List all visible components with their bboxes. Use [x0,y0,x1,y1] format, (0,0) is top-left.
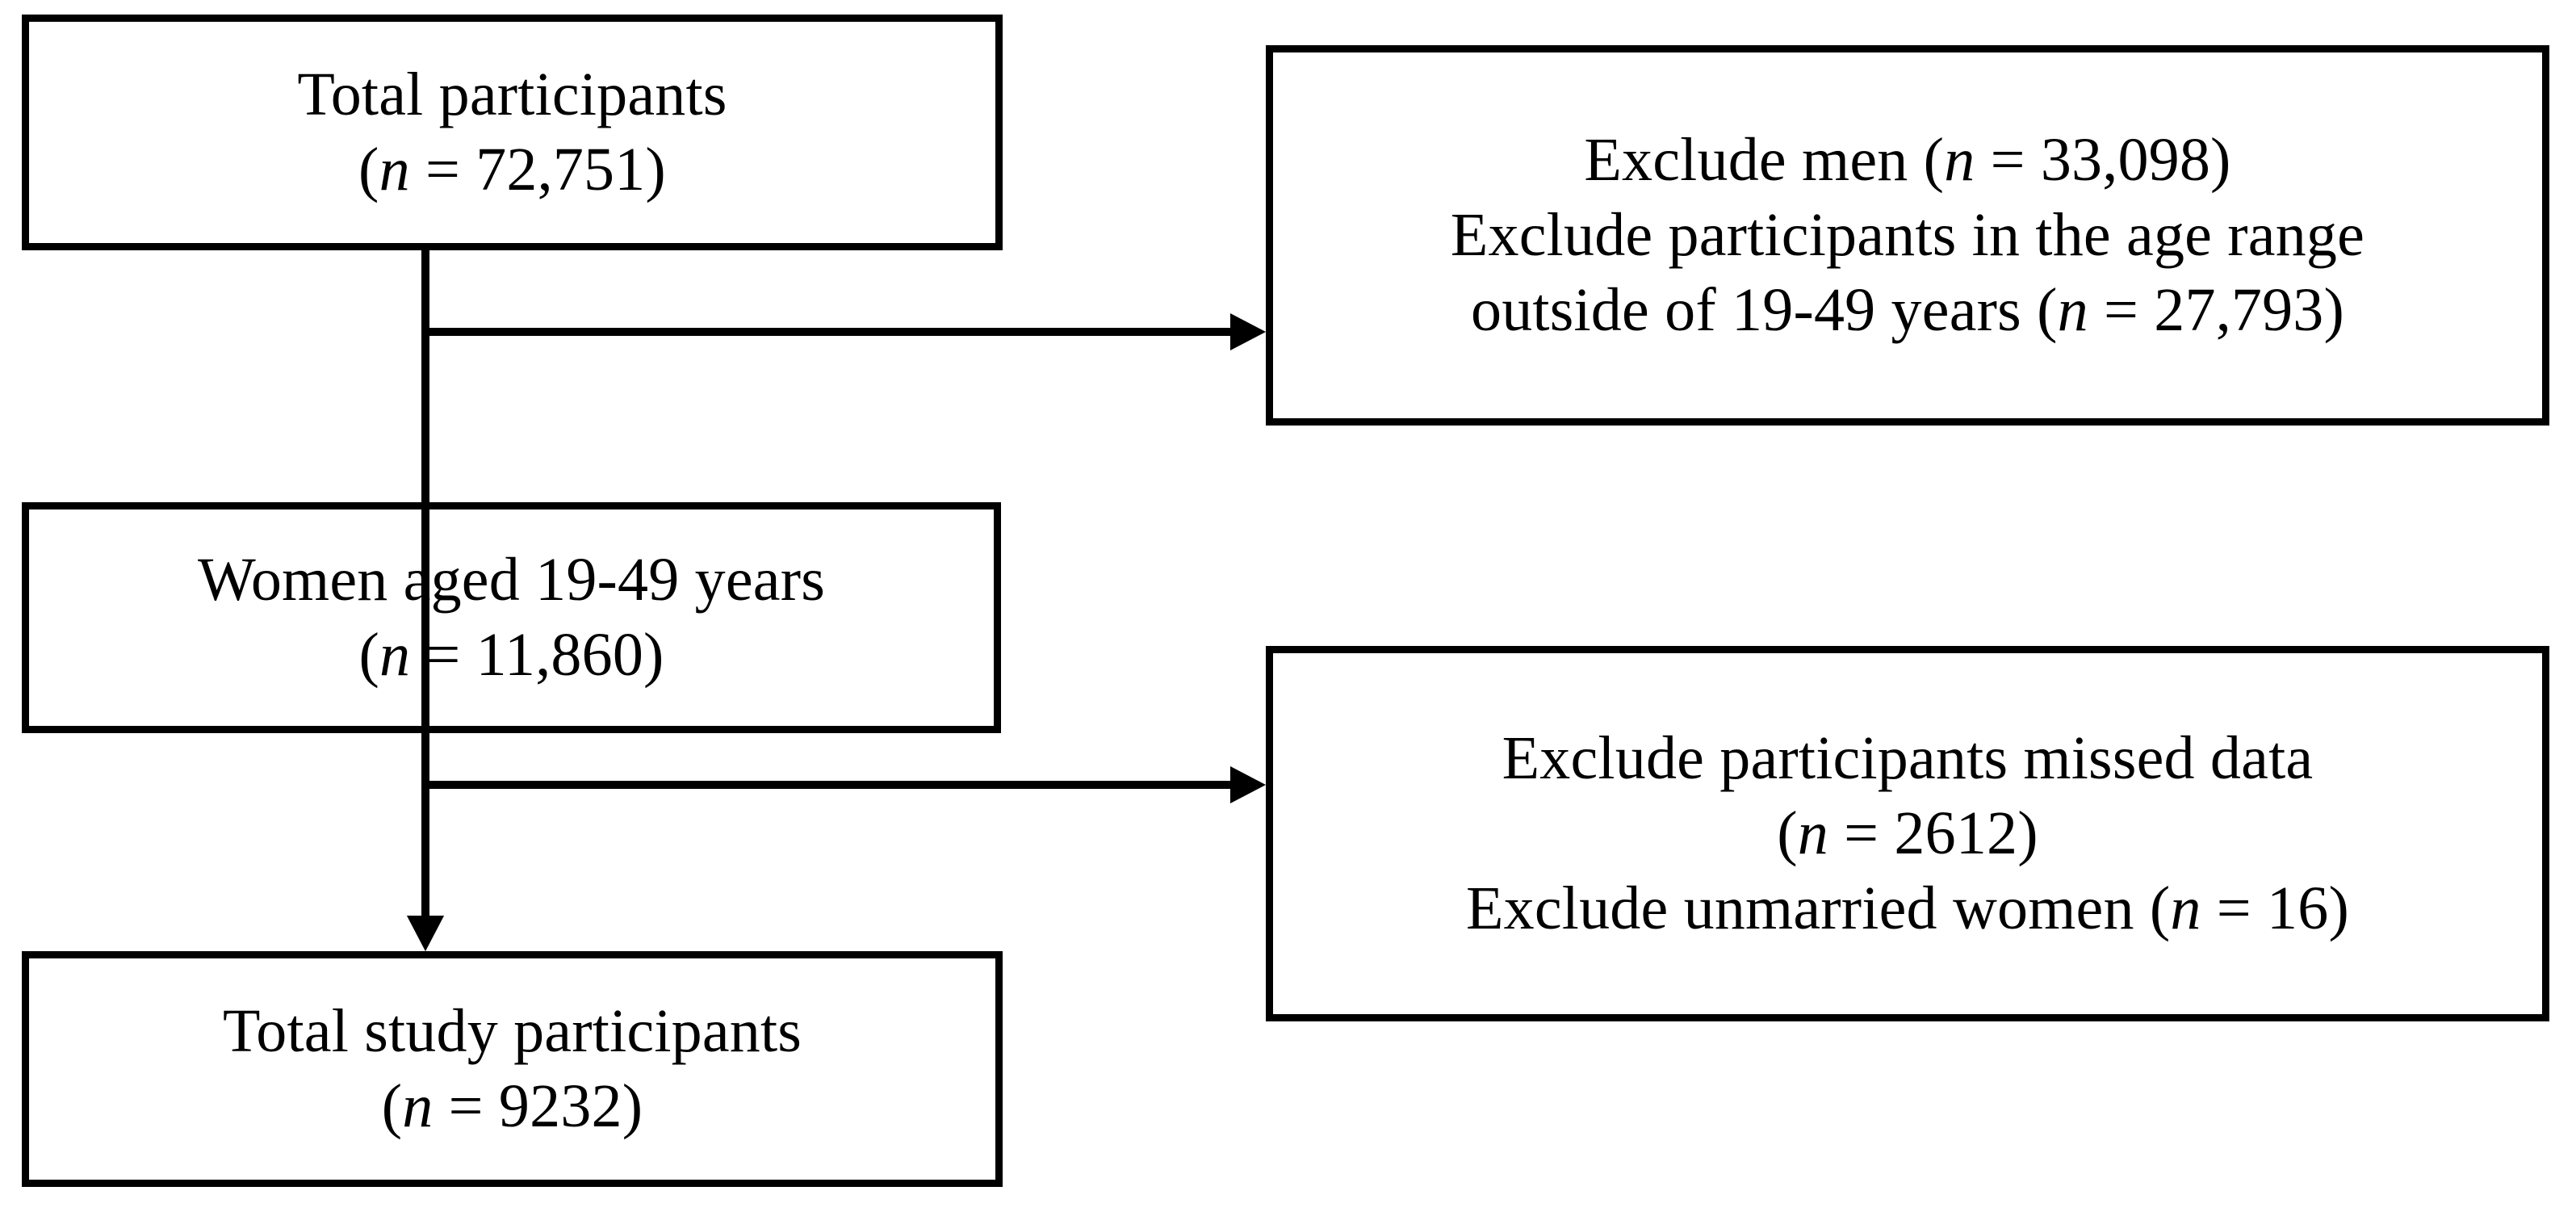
count-value: = 72,751) [409,136,666,203]
node-exclude-men-and-age[interactable]: Exclude men (n = 33,098) Exclude partici… [1266,45,2549,426]
node-total-study-line1: Total study participants [222,997,802,1066]
node-total-study-participants[interactable]: Total study participants (n = 9232) [22,951,1003,1187]
node-women-aged-line2: (n = 11,860) [358,618,664,693]
node-exclude-men-line2: Exclude participants in the age range [1450,201,2365,270]
node-total-participants-line1: Total participants [297,61,727,129]
count-value: = 16) [2201,874,2349,942]
count-value: = 11,860) [410,621,664,689]
connector-exclude-men-arrowhead-icon [1230,313,1266,350]
node-total-study-line2: (n = 9232) [382,1069,643,1144]
count-value: = 2612) [1828,799,2038,868]
count-value: = 27,793) [2088,275,2344,344]
node-exclude-men-line3: outside of 19-49 years (n = 27,793) [1471,273,2344,348]
n-symbol: n [379,136,410,203]
paren-open: ( [1777,799,1798,868]
connector-women-to-study-line [421,733,429,916]
node-exclude-men-line1: Exclude men (n = 33,098) [1584,123,2230,198]
n-symbol: n [1797,799,1828,868]
node-exclude-missing-line2: (n = 2612) [1777,796,2038,871]
n-symbol: n [2057,275,2088,344]
paren-open: ( [381,1072,403,1140]
node-exclude-unmarried-line3: Exclude unmarried women (n = 16) [1466,871,2349,946]
exclude-unmarried-label: Exclude unmarried women ( [1466,874,2171,942]
connector-exclude-missing-arrowhead-icon [1230,766,1266,803]
connector-exclude-missing-branch-line [421,781,1230,789]
paren-open: ( [358,136,379,203]
count-value: = 9232) [433,1072,643,1140]
n-symbol: n [1944,126,1975,195]
node-women-aged[interactable]: Women aged 19-49 years (n = 11,860) [22,502,1001,733]
n-symbol: n [2170,874,2201,942]
node-total-participants-line2: (n = 72,751) [358,132,666,208]
paren-open: ( [358,621,379,689]
node-exclude-missing-line1: Exclude participants missed data [1502,724,2314,793]
node-exclude-missing-and-unmarried[interactable]: Exclude participants missed data (n = 26… [1266,646,2549,1021]
connector-total-to-women-line [421,250,429,916]
count-value: = 33,098) [1975,126,2231,195]
node-women-aged-line1: Women aged 19-49 years [197,546,826,614]
connector-women-to-study-arrowhead-icon [407,916,444,951]
exclude-age-label: outside of 19-49 years ( [1471,275,2058,344]
connector-exclude-men-branch-line [421,328,1230,336]
n-symbol: n [402,1072,434,1140]
node-total-participants[interactable]: Total participants (n = 72,751) [22,15,1003,250]
exclude-men-label: Exclude men ( [1584,126,1945,195]
n-symbol: n [379,621,411,689]
